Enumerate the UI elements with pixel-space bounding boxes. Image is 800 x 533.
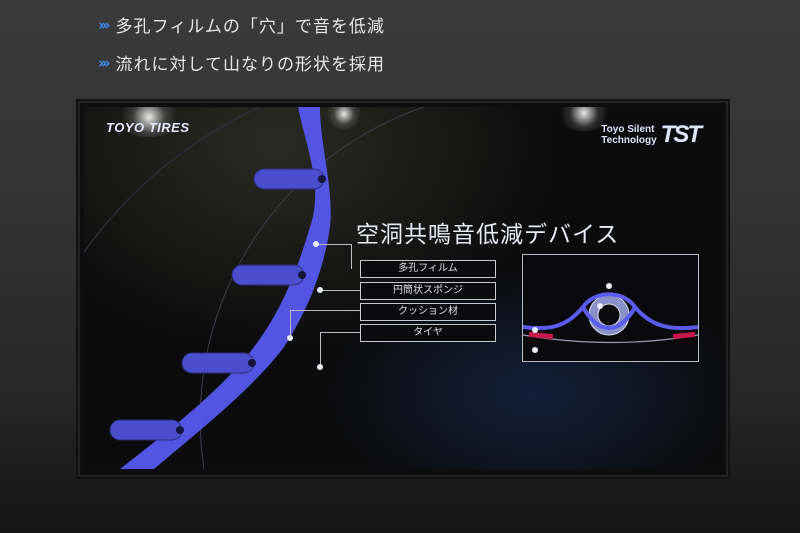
tst-mark: TST: [660, 121, 702, 148]
triple-chevron-right-icon: ›››: [98, 15, 110, 34]
toyo-tires-logo: TOYO TIRES: [106, 120, 190, 135]
leader-line: [316, 244, 352, 245]
tire-device-illustration: [84, 107, 425, 469]
label-porous-film: 多孔フィルム: [360, 260, 496, 278]
logo-line2: Technology: [601, 135, 657, 146]
bullet-text: 流れに対して山なりの形状を採用: [115, 55, 386, 75]
wall-bullet-1: ››› 多孔フィルムの「穴」で音を低減: [98, 12, 385, 38]
cross-section-detail: [522, 254, 699, 362]
leader-line: [351, 244, 352, 269]
callout-dot: [317, 287, 323, 293]
slide-title: 空洞共鳴音低減デバイス: [356, 222, 620, 248]
wall-bullet-2: ››› 流れに対して山なりの形状を採用: [98, 50, 386, 76]
leader-line: [320, 332, 360, 333]
glare: [324, 107, 364, 129]
callout-dot: [287, 335, 293, 341]
logo-line1: Toyo Silent: [601, 124, 655, 135]
label-cushion: クッション材: [360, 303, 496, 321]
leader-line: [320, 290, 360, 291]
leader-line: [290, 310, 291, 337]
cross-section-diagram: [523, 283, 698, 353]
leader-line: [320, 332, 321, 365]
bullet-text: 多孔フィルムの「穴」で音を低減: [115, 17, 385, 37]
leader-line: [290, 310, 360, 311]
label-cylindrical-sponge: 円筒状スポンジ: [360, 282, 496, 300]
label-tire: タイヤ: [360, 324, 496, 342]
triple-chevron-right-icon: ›››: [98, 53, 110, 72]
callout-dot: [313, 241, 319, 247]
callout-dot: [317, 364, 323, 370]
